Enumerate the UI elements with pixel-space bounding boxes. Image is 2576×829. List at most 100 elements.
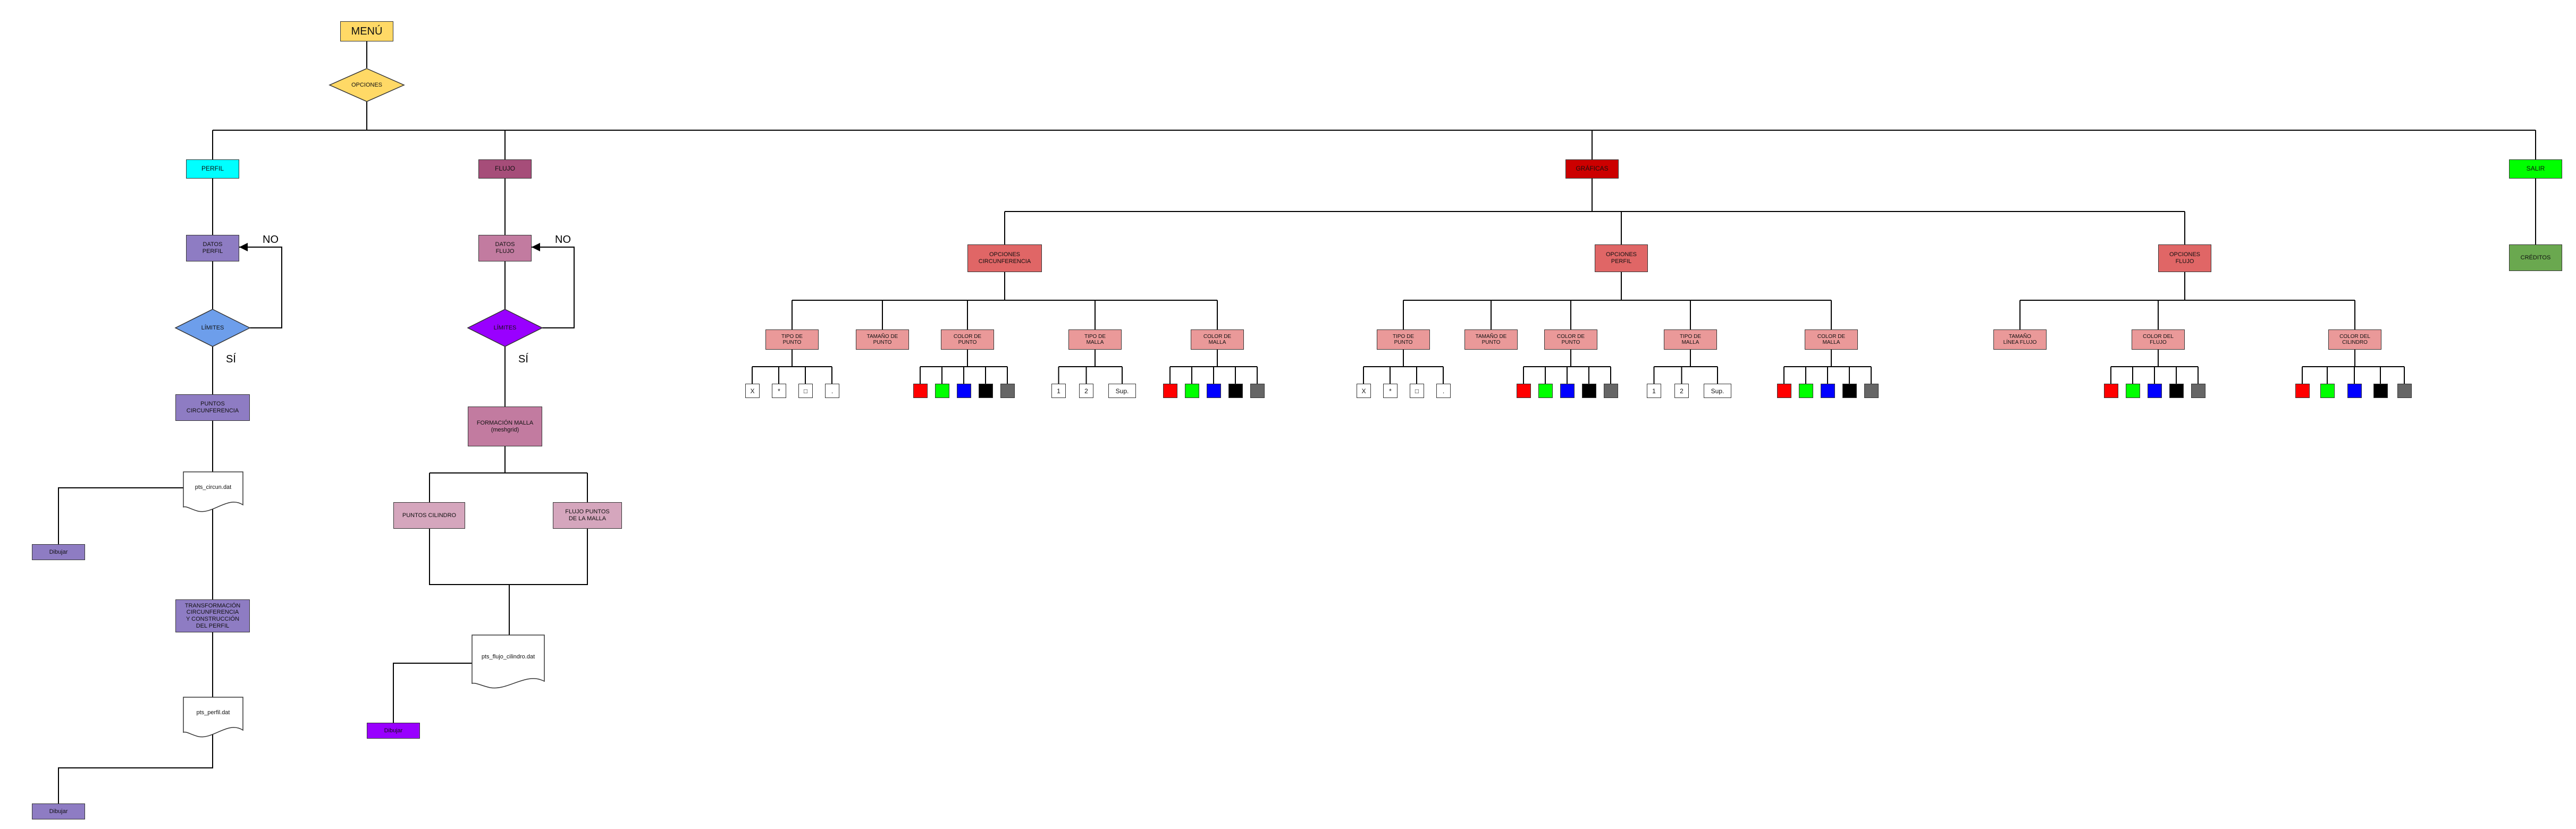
circ-mesh-color-blue-swatch <box>1207 384 1221 398</box>
salir-box: SALIR <box>2509 159 2562 179</box>
color-del-cilindro-box: COLOR DEL CILINDRO <box>2328 329 2381 350</box>
circ-mesh-color-gray-swatch <box>1250 384 1265 398</box>
circ-point-color-black-swatch <box>979 384 993 398</box>
flujo-file: pts_flujo_cilindro.dat <box>481 654 535 661</box>
perfil-limites-decision: LÍMITES <box>201 324 224 331</box>
perfil-no-loop <box>239 243 282 328</box>
connector-lines <box>58 41 2536 803</box>
perfil-transformacion-box: TRANSFORMACIÓN CIRCUNFERENCIA Y CONSTRUC… <box>175 599 250 632</box>
cilindro-color-red-swatch <box>2295 384 2310 398</box>
graficas-box: GRÁFICAS <box>1565 159 1619 179</box>
circ-point-color-red-swatch <box>913 384 928 398</box>
perfil-no-label: NO <box>263 234 279 246</box>
circ-tipo-punto-box: TIPO DE PUNTO <box>765 329 819 350</box>
perf-point-color-green-swatch <box>1538 384 1553 398</box>
perfil-file2-to-dibujar <box>58 732 213 803</box>
circ-mesh-type-1: 2 <box>1079 384 1093 398</box>
flujo-color-green-swatch <box>2126 384 2140 398</box>
flujo-dibujar-box: Dibujar <box>367 723 420 739</box>
menu-box: MENÚ <box>340 21 393 41</box>
circ-point-color-gray-swatch <box>1000 384 1015 398</box>
perf-mesh-color-blue-swatch <box>1821 384 1835 398</box>
diagram-shapes <box>174 68 545 738</box>
flujo-file-to-dibujar <box>393 663 472 723</box>
flujo-limites-decision-shape <box>467 309 543 347</box>
flujo-color-red-swatch <box>2104 384 2118 398</box>
circ-color-malla-box: COLOR DE MALLA <box>1191 329 1244 350</box>
perfil-datos-box: DATOS PERFIL <box>186 235 239 261</box>
flujo-file-shape <box>472 635 545 689</box>
perf-mesh-color-gray-swatch <box>1864 384 1879 398</box>
creditos-box: CRÉDITOS <box>2509 244 2562 271</box>
flujo-puntos-cilindro-box: PUNTOS CILINDRO <box>393 502 465 529</box>
opciones-perfil-box: OPCIONES PERFIL <box>1595 244 1648 272</box>
perf-mesh-color-black-swatch <box>1842 384 1857 398</box>
flujo-color-gray-swatch <box>2191 384 2205 398</box>
perfil-puntos-box: PUNTOS CIRCUNFERENCIA <box>175 394 250 421</box>
flujo-datos-box: DATOS FLUJO <box>478 235 532 261</box>
perf-tipo-malla-box: TIPO DE MALLA <box>1664 329 1717 350</box>
cilindro-color-gray-swatch <box>2397 384 2412 398</box>
flujo-formacion-box: FORMACIÓN MALLA (meshgrid) <box>468 407 542 446</box>
flujo-no-loop <box>532 243 575 328</box>
perfil-si-label: SÍ <box>226 353 236 365</box>
circ-tamano-punto-box: TAMAÑO DE PUNTO <box>856 329 909 350</box>
perfil-file1: pts_circun.dat <box>195 484 232 490</box>
opciones-flujo-box: OPCIONES FLUJO <box>2158 244 2211 272</box>
perf-mesh-color-red-swatch <box>1777 384 1791 398</box>
perf-tipo-punto-box: TIPO DE PUNTO <box>1377 329 1430 350</box>
flujo-merge-bus <box>429 529 588 585</box>
flujo-color-black-swatch <box>2169 384 2184 398</box>
perfil-box: PERFIL <box>186 159 239 179</box>
opciones-decision: OPCIONES <box>351 81 383 88</box>
circ-point-type-3: . <box>825 384 839 398</box>
flujo-limites-decision: LÍMITES <box>493 324 517 331</box>
perf-point-color-gray-swatch <box>1604 384 1618 398</box>
opciones-decision-shape <box>329 68 405 102</box>
circ-mesh-color-green-swatch <box>1185 384 1199 398</box>
circ-tipo-malla-box: TIPO DE MALLA <box>1068 329 1122 350</box>
perf-point-type-3: . <box>1436 384 1451 398</box>
perfil-dibujar2-box: Dibujar <box>32 803 85 819</box>
perfil-file1-shape <box>183 471 243 512</box>
perf-mesh-type-0: 1 <box>1647 384 1661 398</box>
circ-point-type-1: * <box>772 384 786 398</box>
circ-point-color-green-swatch <box>935 384 949 398</box>
perf-tamano-punto-box: TAMAÑO DE PUNTO <box>1464 329 1518 350</box>
perf-point-color-red-swatch <box>1517 384 1531 398</box>
flujo-color-blue-swatch <box>2148 384 2162 398</box>
flujo-si-label: SÍ <box>518 353 528 365</box>
circ-color-punto-box: COLOR DE PUNTO <box>941 329 994 350</box>
cilindro-color-black-swatch <box>2373 384 2388 398</box>
perfil-limites-decision-shape <box>174 309 251 347</box>
perf-point-color-blue-swatch <box>1560 384 1575 398</box>
perfil-file2: pts_perfil.dat <box>196 709 230 716</box>
perf-point-type-0: X <box>1357 384 1371 398</box>
flujo-box: FLUJO <box>478 159 532 179</box>
circ-mesh-color-black-swatch <box>1228 384 1243 398</box>
perf-point-color-black-swatch <box>1582 384 1596 398</box>
opciones-circunferencia-box: OPCIONES CIRCUNFERENCIA <box>967 244 1042 272</box>
perf-point-type-1: * <box>1383 384 1398 398</box>
circ-point-color-blue-swatch <box>957 384 971 398</box>
flujo-no-label: NO <box>555 234 571 246</box>
circ-mesh-type-0: 1 <box>1051 384 1066 398</box>
perfil-file1-to-dibujar <box>58 487 183 544</box>
circ-point-type-0: X <box>745 384 760 398</box>
tamano-linea-flujo-box: TAMAÑO LÍNEA FLUJO <box>1993 329 2047 350</box>
circ-point-type-2: □ <box>798 384 813 398</box>
perfil-file2-shape <box>183 697 243 738</box>
perf-mesh-type-1: 2 <box>1674 384 1689 398</box>
perf-point-type-2: □ <box>1410 384 1424 398</box>
perf-color-punto-box: COLOR DE PUNTO <box>1544 329 1597 350</box>
cilindro-color-blue-swatch <box>2347 384 2362 398</box>
circ-mesh-color-red-swatch <box>1163 384 1177 398</box>
perf-color-malla-box: COLOR DE MALLA <box>1805 329 1858 350</box>
circ-mesh-type-2: Sup. <box>1108 384 1136 398</box>
color-del-flujo-box: COLOR DEL FLUJO <box>2132 329 2185 350</box>
perf-mesh-type-2: Sup. <box>1704 384 1731 398</box>
cilindro-color-green-swatch <box>2320 384 2335 398</box>
perfil-dibujar1-box: Dibujar <box>32 544 85 560</box>
